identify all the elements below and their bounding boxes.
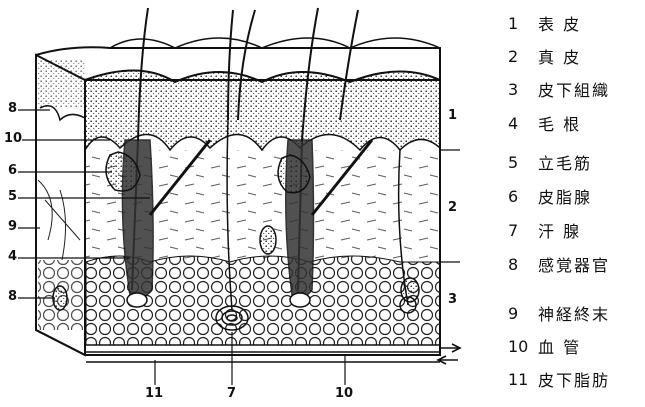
legend-item: 7 汗 腺 [508,219,581,241]
legend-item: 2 真 皮 [508,45,581,67]
legend-item-label: 汗 腺 [538,218,581,242]
callout-left-6: 6 [8,163,17,178]
legend-item: 6 皮脂腺 [508,185,592,207]
legend-item-label: 立毛筋 [538,150,592,174]
legend-item-label: 毛 根 [538,111,581,135]
callout-left-8b: 8 [8,289,17,304]
callout-right-2: 2 [448,200,457,215]
legend-item: 1 表 皮 [508,12,581,34]
legend-item: 3 皮下組織 [508,78,610,100]
callout-bottom-7: 7 [227,386,236,401]
legend-item-number: 2 [508,47,538,66]
legend-item-number: 3 [508,80,538,99]
legend-item-number: 11 [508,370,538,389]
callout-bottom-10: 10 [335,386,353,401]
legend-item-number: 8 [508,255,538,274]
legend-item: 10 血 管 [508,335,581,357]
legend-item-label: 真 皮 [538,44,581,68]
legend-item-label: 皮下組織 [538,77,610,101]
callout-left-5: 5 [8,189,17,204]
legend-item: 4 毛 根 [508,112,581,134]
legend-item-number: 7 [508,221,538,240]
legend-item-label: 血 管 [538,334,581,358]
legend-item-number: 6 [508,187,538,206]
callout-right-1: 1 [448,108,457,123]
legend-item-label: 感覚器官 [538,252,610,276]
legend-item-label: 神経終末 [538,301,610,325]
legend-item-number: 1 [508,14,538,33]
callout-right-3: 3 [448,292,457,307]
callout-left-9: 9 [8,219,17,234]
legend-item: 11 皮下脂肪 [508,368,610,390]
legend-item-label: 表 皮 [538,11,581,35]
legend-item-number: 9 [508,304,538,323]
legend-item-label: 皮下脂肪 [538,367,610,391]
legend-item-number: 4 [508,114,538,133]
legend-item-number: 5 [508,153,538,172]
callout-left-4: 4 [8,249,17,264]
legend-item: 8 感覚器官 [508,253,610,275]
legend-item-label: 皮脂腺 [538,184,592,208]
callout-left-10: 10 [4,131,22,146]
legend-item: 5 立毛筋 [508,151,592,173]
legend-item-number: 10 [508,337,538,356]
legend-item: 9 神経終末 [508,302,610,324]
callout-left-8a: 8 [8,101,17,116]
callout-bottom-11: 11 [145,386,163,401]
